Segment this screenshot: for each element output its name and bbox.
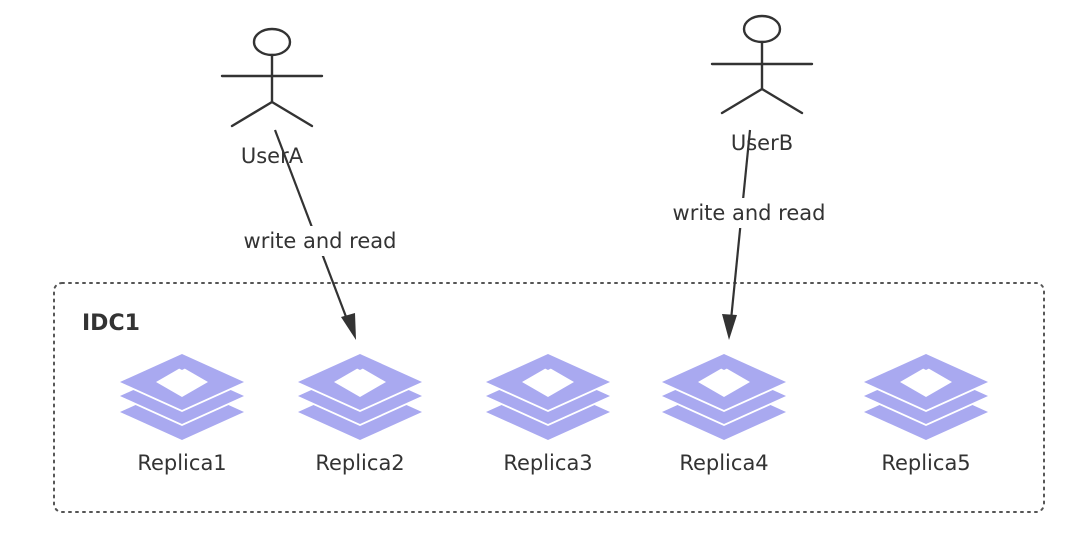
user-a-stick-figure-icon [220,27,324,128]
replica-node: Replica4 [662,354,786,475]
edge-userb-replica4-arrowhead [722,314,737,340]
edge-label-bg-a [232,226,408,256]
replica-node: Replica2 [298,354,422,475]
replica-label: Replica5 [881,451,970,475]
database-stack-icon [120,354,244,440]
replica-node: Replica5 [864,354,988,475]
edge-label-bg-b [662,198,838,228]
user-a-label: UserA [241,144,304,168]
idc-group-border [53,282,1045,513]
edge-usera-replica2-arrowhead [341,313,356,340]
database-stack-icon [486,354,610,440]
database-stack-icon [864,354,988,440]
replica-node: Replica1 [120,354,244,475]
replica-label: Replica4 [679,451,768,475]
group-title: IDC1 [82,311,140,336]
edge-label-b: write and read [673,201,826,225]
user-b-stick-figure-icon [710,14,814,115]
database-stack-icon [662,354,786,440]
user-b-label: UserB [731,131,793,155]
replica-label: Replica1 [137,451,226,475]
database-stack-icon [298,354,422,440]
replica-label: Replica2 [315,451,404,475]
edge-label-a: write and read [244,229,397,253]
replica-label: Replica3 [503,451,592,475]
replica-node: Replica3 [486,354,610,475]
